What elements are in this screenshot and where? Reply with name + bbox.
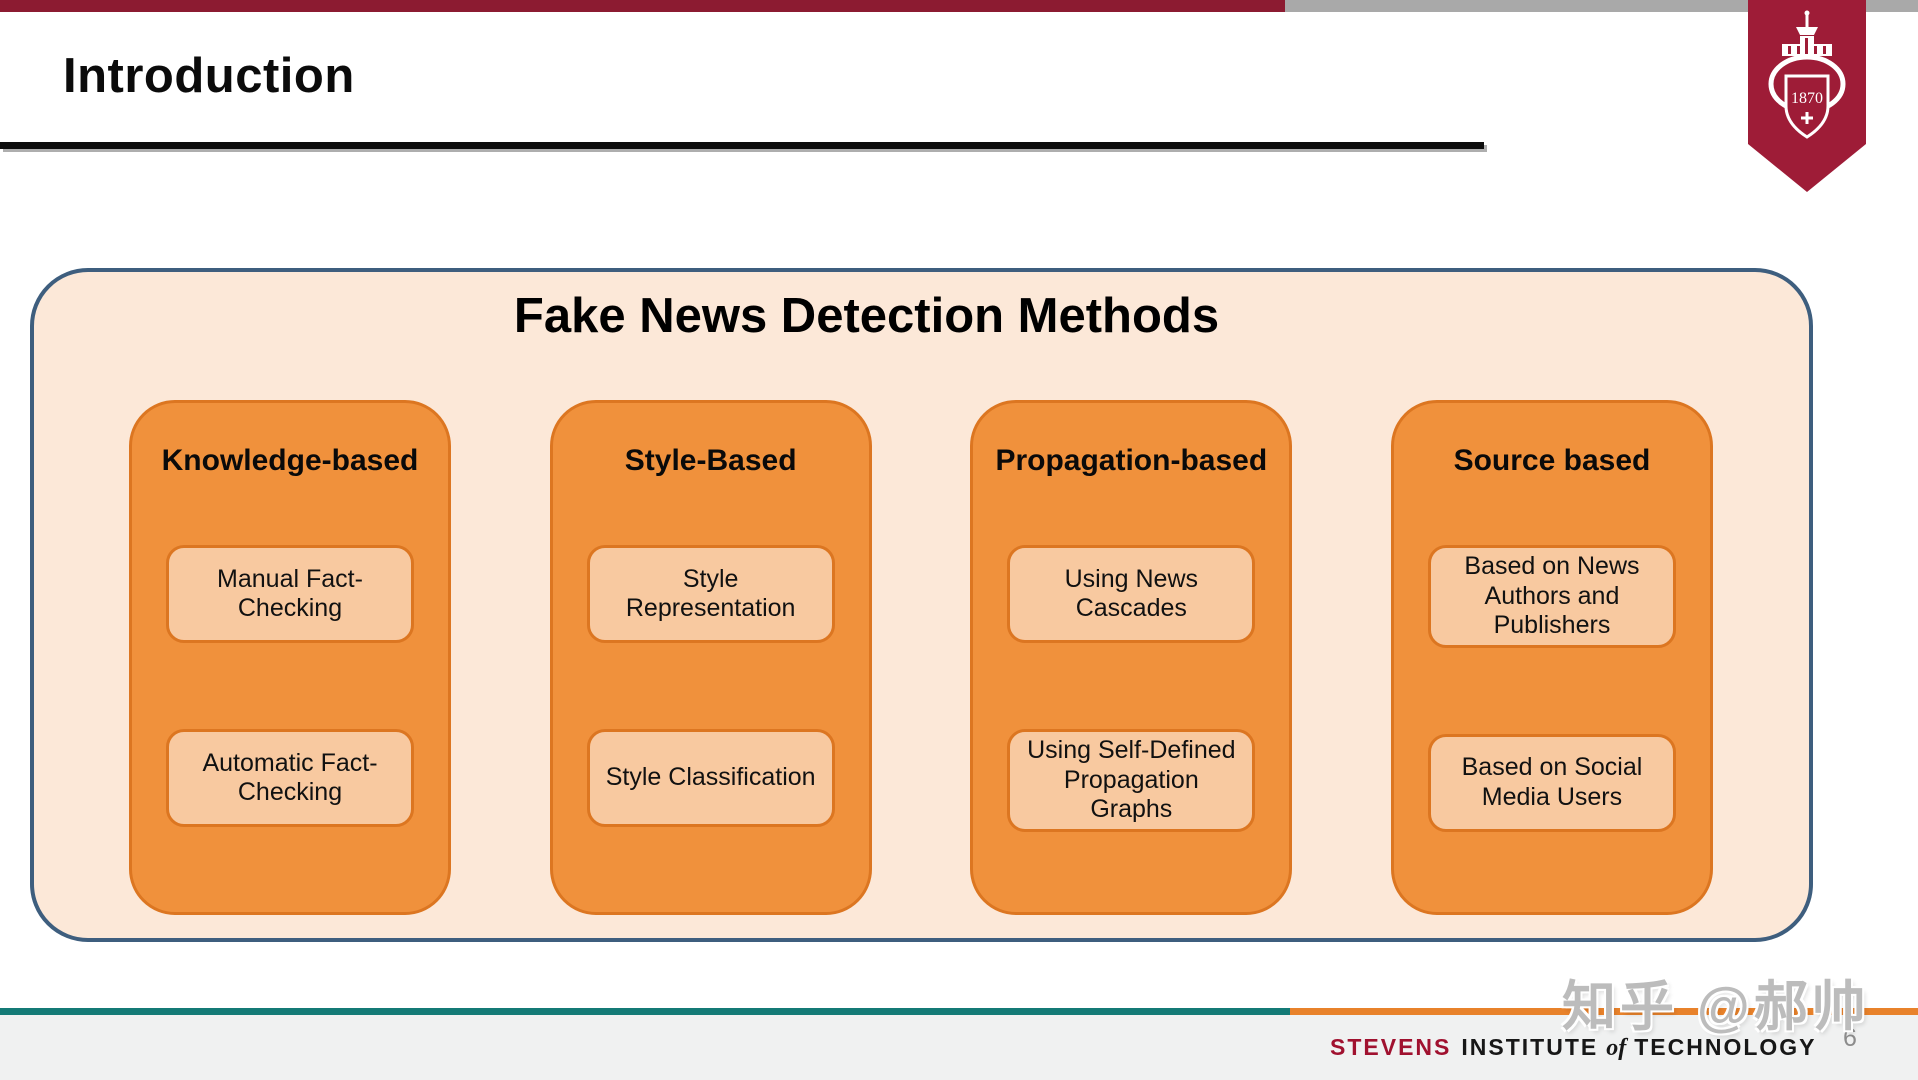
column-header: Source based <box>1453 444 1651 477</box>
watermark-zhihu: 知乎 @郝帅 <box>1562 977 1870 1037</box>
wordmark-technology: TECHNOLOGY <box>1634 1034 1817 1060</box>
column-header: Knowledge-based <box>161 444 419 477</box>
method-item: Style Classification <box>586 729 835 827</box>
column-source-based: Source based Based on News Authors and P… <box>1390 400 1713 915</box>
page-title: Introduction <box>63 49 355 103</box>
castle-spire-icon <box>1804 10 1810 16</box>
shield-icon <box>1784 74 1830 139</box>
method-item: Style Representation <box>586 545 835 643</box>
column-style-based: Style-Based Style Representation Style C… <box>549 400 872 915</box>
column-header: Propagation-based <box>995 444 1268 477</box>
footer-line-teal-segment <box>0 1008 1290 1015</box>
footer-accent-line <box>0 1008 1918 1015</box>
method-item: Using Self-Defined Propagation Graphs <box>1007 729 1256 832</box>
column-propagation-based: Propagation-based Using News Cascades Us… <box>970 400 1293 915</box>
top-accent-bar <box>0 0 1918 12</box>
method-item: Using News Cascades <box>1007 545 1256 643</box>
stevens-wordmark: STEVENS INSTITUTE of TECHNOLOGY <box>1330 1034 1817 1062</box>
method-columns: Knowledge-based Manual Fact-Checking Aut… <box>34 400 1809 915</box>
footer-bar <box>0 1015 1918 1080</box>
stevens-logo: 1870 <box>1748 0 1866 192</box>
logo-year: 1870 <box>1791 90 1823 107</box>
method-item: Manual Fact-Checking <box>166 545 414 643</box>
wordmark-stevens: STEVENS <box>1330 1034 1452 1060</box>
column-knowledge-based: Knowledge-based Manual Fact-Checking Aut… <box>129 400 451 915</box>
page-number: 6 <box>1843 1024 1857 1052</box>
method-item: Automatic Fact-Checking <box>166 729 414 827</box>
footer-line-orange-segment <box>1290 1008 1918 1015</box>
cross-icon <box>1801 112 1813 124</box>
wordmark-of: of <box>1606 1035 1627 1061</box>
method-item: Based on News Authors and Publishers <box>1427 545 1676 648</box>
methods-panel: Fake News Detection Methods Knowledge-ba… <box>30 268 1813 942</box>
diagram-title: Fake News Detection Methods <box>513 289 1220 343</box>
wordmark-institute: INSTITUTE <box>1461 1034 1599 1060</box>
method-item: Based on Social Media Users <box>1427 733 1676 832</box>
top-bar-maroon-segment <box>0 0 1285 12</box>
title-underline <box>0 142 1484 149</box>
column-header: Style-Based <box>624 444 797 477</box>
